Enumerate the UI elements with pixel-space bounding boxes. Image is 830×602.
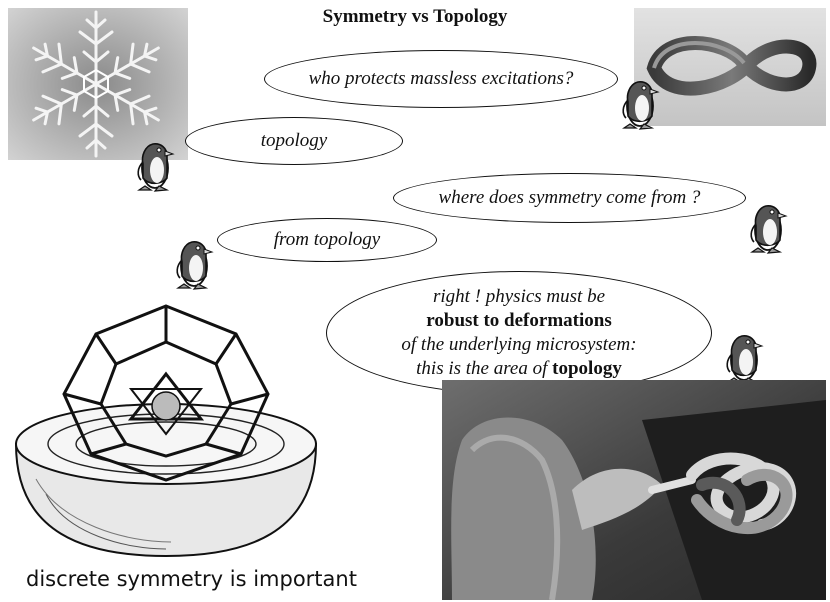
bubble-text: from topology [273, 229, 381, 250]
speech-bubble-topology: topology [185, 117, 403, 165]
speech-bubble-symmetry-question: where does symmetry come from ? [393, 173, 746, 223]
penguin-icon [176, 240, 213, 290]
penguin-icon [726, 334, 763, 384]
mobius-strip-image [634, 8, 826, 126]
bubble-line: right ! physics must be [432, 286, 606, 307]
snowflake-image [8, 8, 188, 160]
painting-knot-image [442, 380, 826, 600]
image-caption: discrete symmetry is important [26, 567, 357, 591]
bubble-text: who protects massless excitations? [308, 68, 574, 89]
speech-bubble-from-topology: from topology [217, 218, 437, 262]
page-title: Symmetry vs Topology [322, 6, 508, 27]
speech-bubble-robust: right ! physics must be robust to deform… [326, 271, 712, 395]
penguin-icon [750, 204, 787, 254]
bubble-line: of the underlying microsystem: [401, 334, 637, 355]
bubble-line-bold-word: topology [552, 358, 622, 379]
bubble-text: topology [260, 130, 328, 151]
penguin-icon [137, 142, 174, 192]
bubble-line: this is the area of topology [416, 357, 622, 381]
bubble-line-prefix: this is the area of [416, 358, 553, 379]
penguin-icon [622, 80, 659, 130]
kepler-solid-model-image [6, 294, 326, 564]
bubble-text: where does symmetry come from ? [438, 187, 701, 208]
bubble-line-bold: robust to deformations [426, 310, 612, 331]
speech-bubble-massless: who protects massless excitations? [264, 50, 618, 108]
